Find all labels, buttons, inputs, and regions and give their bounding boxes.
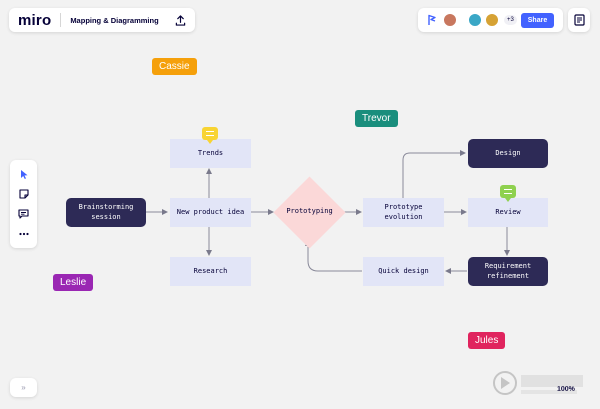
- node-requirement-refinement[interactable]: Requirement refinement: [468, 257, 548, 286]
- connector: [305, 240, 362, 272]
- left-toolbar: [10, 160, 37, 248]
- node-design[interactable]: Design: [468, 139, 548, 168]
- cursor-label-trevor: Trevor: [355, 110, 398, 127]
- miro-logo[interactable]: miro: [18, 11, 52, 29]
- avatar[interactable]: [485, 13, 499, 27]
- connector: [402, 150, 466, 198]
- node-prototyping[interactable]: Prototyping: [286, 207, 333, 216]
- cursor-label-cassie: Cassie: [152, 58, 197, 75]
- node-review[interactable]: Review: [468, 198, 548, 227]
- celebrate-icon[interactable]: [426, 14, 438, 26]
- board-title[interactable]: Mapping & Diagramming: [70, 15, 159, 25]
- share-button[interactable]: Share: [521, 12, 554, 28]
- board-header: miro Mapping & Diagramming: [9, 8, 195, 32]
- zoom-level[interactable]: 100%: [557, 386, 575, 393]
- node-new-product-idea[interactable]: New product idea: [170, 198, 251, 227]
- notes-button[interactable]: [568, 8, 590, 32]
- avatar[interactable]: [468, 13, 482, 27]
- watermark-logo: [493, 371, 583, 395]
- collaborator-count[interactable]: +3: [504, 15, 517, 25]
- more-icon[interactable]: [17, 227, 31, 241]
- sticky-note-icon[interactable]: [17, 187, 31, 201]
- avatar[interactable]: [443, 13, 457, 27]
- node-research[interactable]: Research: [170, 257, 251, 286]
- cursor-label-leslie: Leslie: [53, 274, 94, 291]
- cursor-label-jules: Jules: [468, 332, 506, 349]
- select-icon[interactable]: [17, 167, 31, 181]
- node-brainstorming-session[interactable]: Brainstorming session: [66, 198, 146, 227]
- collaboration-bar: +3 Share: [418, 8, 563, 32]
- divider: [60, 13, 62, 27]
- comment-icon[interactable]: [202, 127, 218, 144]
- node-prototype-evolution[interactable]: Prototype evolution: [363, 198, 444, 227]
- comment-icon[interactable]: [17, 207, 31, 221]
- node-quick-design[interactable]: Quick design: [363, 257, 444, 286]
- comment-icon[interactable]: [500, 185, 516, 202]
- expand-panel-button[interactable]: »: [10, 378, 37, 397]
- upload-icon[interactable]: [173, 13, 187, 27]
- notes-icon: [573, 14, 585, 26]
- collaborator-avatars[interactable]: [468, 13, 499, 27]
